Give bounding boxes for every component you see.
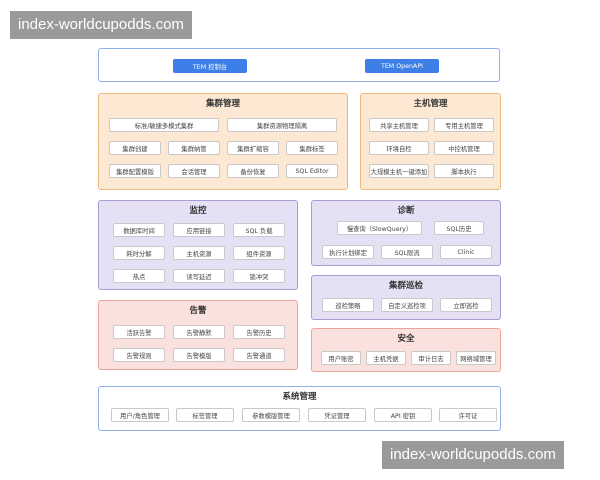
host-item[interactable]: 中控机管理 xyxy=(434,141,494,155)
security-section: 安全 用户账密 主机凭据 审计日志 网络域管理 xyxy=(311,328,501,372)
host-item[interactable]: 共享主机管理 xyxy=(369,118,429,132)
diagnose-item[interactable]: 慢查询（SlowQuery） xyxy=(337,221,422,235)
cluster-item[interactable]: 集群创建 xyxy=(109,141,161,155)
system-item[interactable]: API 密钥 xyxy=(374,408,432,422)
system-item[interactable]: 凭证管理 xyxy=(308,408,366,422)
inspect-item[interactable]: 巡检策略 xyxy=(322,298,374,312)
cluster-item[interactable]: 集群配置模版 xyxy=(109,164,161,178)
host-item[interactable]: 大规模主机一键添加 xyxy=(369,164,429,178)
cluster-item[interactable]: 会话管理 xyxy=(168,164,220,178)
cluster-item[interactable]: SQL Editor xyxy=(286,164,338,178)
security-item[interactable]: 用户账密 xyxy=(321,351,361,365)
alert-item[interactable]: 告警规则 xyxy=(113,348,165,362)
cluster-item[interactable]: 集群纳管 xyxy=(168,141,220,155)
system-management-section: 系统管理 用户/角色管理 标签管理 参数模版管理 凭证管理 API 密钥 许可证 xyxy=(98,386,501,431)
section-title: 安全 xyxy=(397,334,415,344)
host-management-section: 主机管理 共享主机管理 专用主机管理 环境自检 中控机管理 大规模主机一键添加 … xyxy=(360,93,501,190)
section-title: 告警 xyxy=(189,306,207,316)
system-item[interactable]: 用户/角色管理 xyxy=(111,408,169,422)
monitor-item[interactable]: 应用链接 xyxy=(173,223,225,237)
system-item[interactable]: 标签管理 xyxy=(176,408,234,422)
cluster-item[interactable]: 集群标签 xyxy=(286,141,338,155)
host-item[interactable]: 脚本执行 xyxy=(434,164,494,178)
monitor-item[interactable]: 数据库时间 xyxy=(113,223,165,237)
alert-item[interactable]: 告警历史 xyxy=(233,325,285,339)
cluster-management-section: 集群管理 标准/敏捷多模式集群 集群资源物理隔离 集群创建 集群纳管 集群扩缩容… xyxy=(98,93,348,190)
cluster-inspection-section: 集群巡检 巡检策略 自定义巡检项 立即巡检 xyxy=(311,275,501,320)
inspect-item[interactable]: 立即巡检 xyxy=(440,298,492,312)
diagnose-item[interactable]: SQL历史 xyxy=(434,221,484,235)
monitor-item[interactable]: 锁冲突 xyxy=(233,269,285,283)
monitoring-section: 监控 数据库时间 应用链接 SQL 负载 耗时分解 主机资源 组件资源 热点 读… xyxy=(98,200,298,290)
section-title: 集群巡检 xyxy=(388,281,423,291)
watermark-bottom: index-worldcupodds.com xyxy=(382,441,564,469)
cluster-item[interactable]: 标准/敏捷多模式集群 xyxy=(109,118,219,132)
security-item[interactable]: 主机凭据 xyxy=(366,351,406,365)
inspect-item[interactable]: 自定义巡检项 xyxy=(381,298,433,312)
diagnose-item[interactable]: 执行计划绑定 xyxy=(322,245,374,259)
cluster-item[interactable]: 备份恢复 xyxy=(227,164,279,178)
section-title: 集群管理 xyxy=(205,99,240,109)
system-item[interactable]: 参数模版管理 xyxy=(242,408,300,422)
monitor-item[interactable]: 主机资源 xyxy=(173,246,225,260)
alert-item[interactable]: 告警通道 xyxy=(233,348,285,362)
tem-console-button[interactable]: TEM 控制台 xyxy=(173,59,247,73)
section-title: 系统管理 xyxy=(282,392,317,402)
section-title: 监控 xyxy=(189,206,207,216)
watermark-top: index-worldcupodds.com xyxy=(10,11,192,39)
diagnostics-section: 诊断 慢查询（SlowQuery） SQL历史 执行计划绑定 SQL限流 Cli… xyxy=(311,200,501,266)
alerting-section: 告警 活跃告警 告警静默 告警历史 告警规则 告警模版 告警通道 xyxy=(98,300,298,370)
host-item[interactable]: 专用主机管理 xyxy=(434,118,494,132)
alert-item[interactable]: 活跃告警 xyxy=(113,325,165,339)
diagnose-item[interactable]: SQL限流 xyxy=(381,245,433,259)
alert-item[interactable]: 告警静默 xyxy=(173,325,225,339)
cluster-item[interactable]: 集群资源物理隔离 xyxy=(227,118,337,132)
monitor-item[interactable]: 组件资源 xyxy=(233,246,285,260)
security-item[interactable]: 网络域管理 xyxy=(456,351,496,365)
tem-openapi-button[interactable]: TEM OpenAPI xyxy=(365,59,439,73)
section-title: 主机管理 xyxy=(413,99,448,109)
host-item[interactable]: 环境自检 xyxy=(369,141,429,155)
diagnose-item[interactable]: Clinic xyxy=(440,245,492,259)
section-title: 诊断 xyxy=(397,206,415,216)
entry-bar: TEM 控制台 TEM OpenAPI xyxy=(98,48,500,82)
monitor-item[interactable]: 读写延迟 xyxy=(173,269,225,283)
system-item[interactable]: 许可证 xyxy=(439,408,497,422)
monitor-item[interactable]: SQL 负载 xyxy=(233,223,285,237)
monitor-item[interactable]: 耗时分解 xyxy=(113,246,165,260)
monitor-item[interactable]: 热点 xyxy=(113,269,165,283)
cluster-item[interactable]: 集群扩缩容 xyxy=(227,141,279,155)
security-item[interactable]: 审计日志 xyxy=(411,351,451,365)
alert-item[interactable]: 告警模版 xyxy=(173,348,225,362)
